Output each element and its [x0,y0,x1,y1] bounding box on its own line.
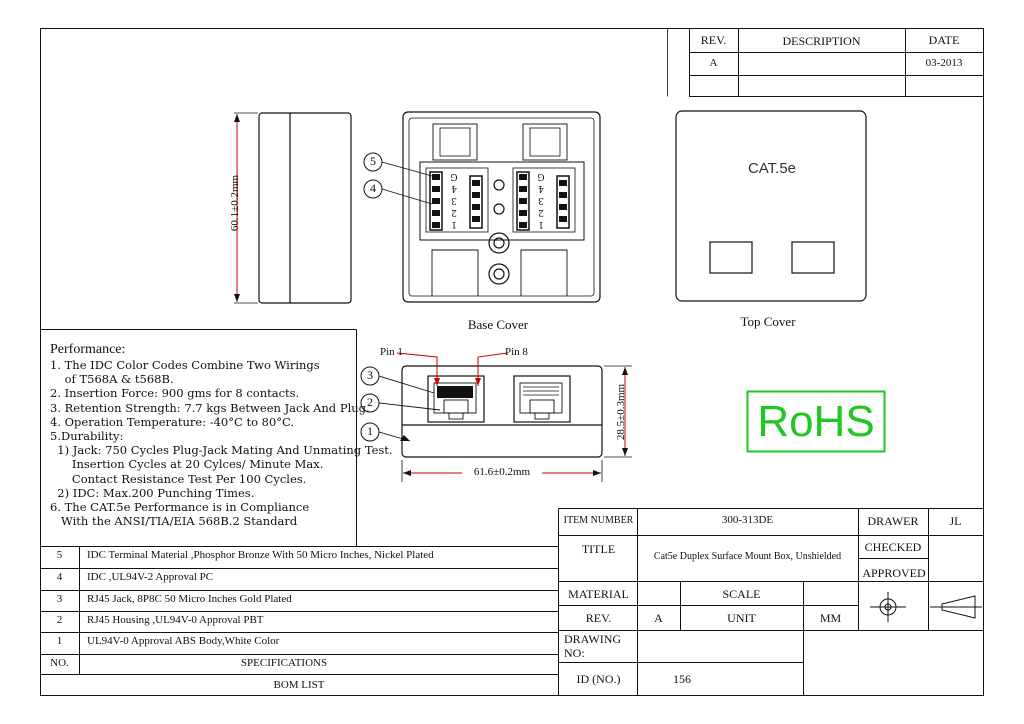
bom-footer: BOM LIST [273,679,325,691]
pin1-label: Pin 1 [380,346,403,358]
performance-line: 2. Insertion Force: 900 gms for 8 contac… [50,386,300,401]
performance-lines: 1. The IDC Color Codes Combine Two Wirin… [50,358,393,529]
id-value: 156 [673,672,691,686]
performance-line: Insertion Cycles at 20 Cylces/ Minute Ma… [50,457,324,472]
rev-value-title: A [654,611,663,625]
date-header: DATE [928,33,960,47]
performance-line: Contact Resistance Test Per 100 Cycles. [50,471,307,486]
callout-5: 5 [370,154,376,168]
callout-4: 4 [370,181,376,195]
approved-label: APPROVED [862,566,926,580]
callout-3: 3 [367,368,373,382]
callout-2: 2 [367,395,373,409]
performance-line: 4. Operation Temperature: -40°C to 80°C. [50,414,295,429]
scale-label: SCALE [722,587,761,601]
unit-value: MM [819,611,842,625]
front-view [360,352,632,482]
description-header: DESCRIPTION [782,34,861,48]
performance-line: 3. Retention Strength: 7.7 kgs Between J… [50,400,370,415]
date-value: 03-2013 [925,57,963,69]
side-view [234,112,352,304]
base-cover-view [363,111,601,303]
unit-label: UNIT [727,611,756,625]
performance-line: 5.Durability: [50,429,124,444]
material-label: MATERIAL [568,587,629,601]
bom-row-spec: RJ45 Housing ,UL94V-0 Approval PBT [87,614,264,626]
performance-line: of T568A & t568B. [50,372,174,387]
performance-line: 1. The IDC Color Codes Combine Two Wirin… [50,358,320,372]
bom-row-spec: IDC ,UL94V-2 Approval PC [87,571,214,583]
revision-table [689,28,984,97]
bom-row-no: 2 [56,614,63,626]
bom-row-spec: UL94V-0 Approval ABS Body,White Color [87,635,280,647]
checked-label: CHECKED [864,540,922,554]
bom-row-no: 5 [56,549,63,561]
rohs-logo: RoHS [757,397,875,446]
performance-line: 2) IDC: Max.200 Punching Times. [50,485,255,500]
item-number-value: 300-313DE [721,514,774,526]
drawer-label: DRAWER [867,514,919,528]
base-cover-label: Base Cover [467,317,529,332]
performance-title: Performance: [50,342,126,357]
performance-notes: Performance: 1. The IDC Color Codes Comb… [50,341,393,529]
performance-line: 6. The CAT.5e Performance is in Complian… [50,500,310,515]
item-number-label: ITEM NUMBER [563,515,634,526]
bom-row-no: 4 [56,571,63,583]
bom-header-spec: SPECIFICATIONS [240,657,328,669]
bom-row-spec: RJ45 Jack, 8P8C 50 Micro Inches Gold Pla… [87,593,292,605]
bom-row-no: 1 [56,635,63,647]
pin8-label: Pin 8 [505,346,528,358]
performance-line: 1) Jack: 750 Cycles Plug-Jack Mating And… [50,443,393,458]
drawer-value: JL [949,514,962,528]
top-cover-view [675,110,867,302]
id-label: ID (NO.) [576,672,621,686]
bom-header-no: NO. [50,657,69,669]
sheet-border [40,28,984,696]
drawing-no-label: DRAWING NO: [564,632,622,660]
top-cover-cat5e-text: CAT.5e [747,160,797,177]
title-label: TITLE [581,542,616,556]
bom-row-no: 3 [56,593,63,605]
front-width-dim: 61.6±0.2mm [462,466,542,478]
top-cover-label: Top Cover [740,314,796,329]
rohs-box [746,390,886,453]
bom-row-spec: IDC Terminal Material ,Phosphor Bronze W… [87,549,434,561]
rev-label: REV. [585,611,612,625]
title-value: Cat5e Duplex Surface Mount Box, Unshield… [653,551,842,562]
side-dimension-label: 60.1±0.2mm [229,174,241,232]
performance-line: With the ANSI/TIA/EIA 568B.2 Standard [50,514,298,529]
rev-header: REV. [700,33,727,47]
rev-value: A [709,57,718,69]
front-height-dim: 28.5±0.3mm [615,383,627,441]
callout-1: 1 [367,424,373,438]
